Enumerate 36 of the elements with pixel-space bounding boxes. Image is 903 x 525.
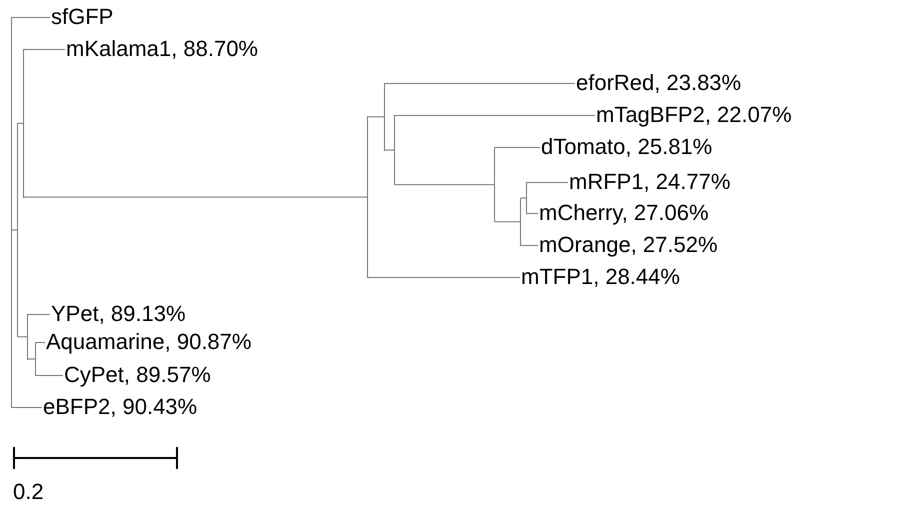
leaf-label: eforRed, 23.83%	[576, 70, 742, 96]
branch-line	[36, 375, 64, 376]
leaf-label: Aquamarine, 90.87%	[46, 329, 252, 355]
branch-line	[12, 17, 50, 18]
scale-value: 0.2	[13, 479, 44, 505]
branch-line	[24, 49, 66, 50]
leaf-label: mTagBFP2, 22.07%	[596, 102, 792, 128]
branch-line	[526, 182, 568, 183]
leaf-label: dTomato, 25.81%	[541, 134, 712, 160]
branch-line	[12, 407, 42, 408]
branch-line	[494, 147, 540, 148]
branch-line	[368, 277, 520, 278]
leaf-label: mKalama1, 88.70%	[66, 36, 258, 62]
branch-line	[12, 230, 18, 231]
branch-line	[24, 196, 368, 198]
branch-line	[28, 358, 36, 360]
branch-line	[394, 184, 494, 186]
branch-line	[384, 83, 576, 84]
branch-line	[36, 342, 46, 343]
branch-line	[18, 122, 24, 124]
branch-line	[18, 336, 28, 338]
leaf-label: mTFP1, 28.44%	[521, 264, 680, 290]
leaf-label: sfGFP	[51, 4, 114, 30]
branch-line	[384, 150, 394, 151]
branch-line	[368, 116, 384, 118]
branch-line	[520, 245, 538, 246]
leaf-label: eBFP2, 90.43%	[43, 394, 198, 420]
leaf-label: mRFP1, 24.77%	[569, 169, 730, 195]
branch-line	[494, 221, 520, 222]
leaf-label: mCherry, 27.06%	[539, 200, 709, 226]
branch-line	[394, 115, 596, 116]
branch-line	[526, 213, 538, 214]
leaf-label: CyPet, 89.57%	[64, 362, 211, 388]
leaf-label: YPet, 89.13%	[51, 301, 186, 327]
branch-line	[28, 314, 50, 315]
leaf-label: mOrange, 27.52%	[539, 232, 718, 258]
